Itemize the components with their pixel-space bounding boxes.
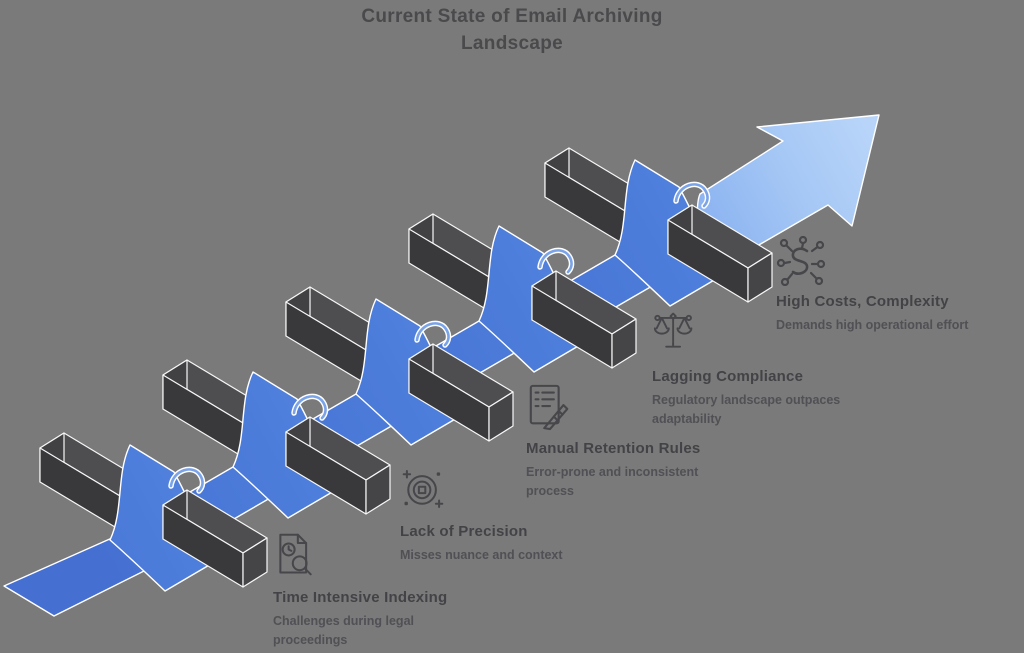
step-manual-retention-rules: Manual Retention Rules Error-prone and i… <box>526 383 756 501</box>
step-title: Lack of Precision <box>400 523 528 540</box>
target-icon <box>400 466 450 516</box>
scales-of-justice-icon <box>652 311 702 361</box>
step-lack-of-precision: Lack of Precision Misses nuance and cont… <box>400 466 630 565</box>
step-description: Challenges during legal proceedings <box>273 614 414 647</box>
step-lagging-compliance: Lagging Compliance Regulatory landscape … <box>652 311 882 429</box>
step-description: Misses nuance and context <box>400 548 563 562</box>
step-time-intensive-indexing: Time Intensive Indexing Challenges durin… <box>273 532 503 650</box>
step-description: Demands high operational effort <box>776 318 969 332</box>
step-high-costs-complexity: High Costs, Complexity Demands high oper… <box>776 235 1006 335</box>
step-description: Error-prone and inconsistent process <box>526 465 699 498</box>
step-title: High Costs, Complexity <box>776 293 949 310</box>
step-title: Time Intensive Indexing <box>273 589 448 606</box>
step-title: Manual Retention Rules <box>526 440 701 457</box>
notepad-pen-icon <box>526 383 576 433</box>
page-title: Current State of Email Archiving Landsca… <box>361 6 663 54</box>
complexity-network-icon <box>776 235 826 287</box>
document-clock-search-icon <box>273 532 323 582</box>
step-title: Lagging Compliance <box>652 368 804 385</box>
step-description: Regulatory landscape outpaces adaptabili… <box>652 393 841 426</box>
